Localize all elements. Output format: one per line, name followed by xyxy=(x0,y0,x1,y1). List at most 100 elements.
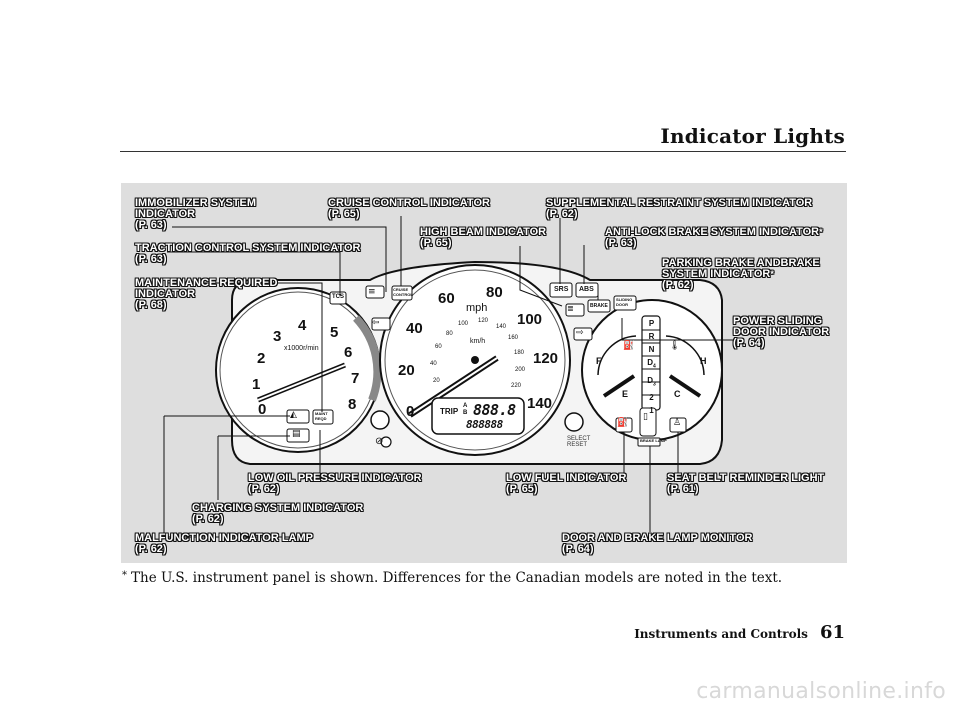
trip-b: B xyxy=(463,410,468,416)
cruise-control-box: CRUISE CONTROL xyxy=(393,287,413,297)
trip-label: TRIP xyxy=(440,407,459,416)
fuel-empty-mark: E xyxy=(622,389,629,399)
footnote-star: * xyxy=(122,570,127,581)
high-beam-icon: ≡ xyxy=(368,287,376,297)
mph-number: 0 xyxy=(406,403,415,420)
maint-text: MAINT xyxy=(315,411,328,416)
callout-seat-belt: SEAT BELT REMINDER LIGHT (P. 61) xyxy=(667,472,825,495)
temp-hot-mark: H xyxy=(700,356,707,366)
kmh-number: 160 xyxy=(508,335,519,341)
tach-number: 7 xyxy=(351,370,360,387)
mph-number: 60 xyxy=(438,290,455,307)
title-rule xyxy=(120,151,846,152)
mph-number: 40 xyxy=(406,320,423,337)
page-title: Indicator Lights xyxy=(660,124,845,148)
abs-indicator: ABS xyxy=(579,286,594,293)
gear-2: 2 xyxy=(649,393,654,403)
mph-number: 100 xyxy=(517,311,543,328)
turn-signal-right-icon: ⇨ xyxy=(576,328,584,338)
fuel-pump-icon: ⛽ xyxy=(623,341,635,351)
kmh-number: 20 xyxy=(433,378,440,384)
maint-reqd-box: MAINT REQD xyxy=(315,411,328,421)
callout-maintenance: MAINTENANCE REQUIRED INDICATOR (P. 68) xyxy=(135,277,278,311)
fuel-full-mark: F xyxy=(596,356,602,366)
kmh-number: 80 xyxy=(446,331,453,337)
callout-sliding-door: POWER SLIDING DOOR INDICATOR (P. 64) xyxy=(733,315,830,349)
page-number: 61 xyxy=(819,622,845,643)
thermometer-icon: 🌡 xyxy=(669,341,681,351)
odometer-readout: 888888 xyxy=(466,418,503,431)
sliding-text: SLIDING xyxy=(616,297,633,302)
mph-number: 80 xyxy=(486,284,503,301)
page-footer: Instruments and Controls 61 xyxy=(634,622,845,643)
callout-high-beam: HIGH BEAM INDICATOR (P. 65) xyxy=(420,226,547,249)
callout-low-oil: LOW OIL PRESSURE INDICATOR (P. 62) xyxy=(248,472,422,495)
tach-number: 8 xyxy=(348,396,357,413)
low-fuel-icon: ⛽ xyxy=(617,418,629,428)
door-monitor-car-icon: ▯ xyxy=(643,412,648,422)
callout-low-fuel: LOW FUEL INDICATOR (P. 65) xyxy=(506,472,627,495)
gear-1: 1 xyxy=(649,406,654,416)
mph-number: 140 xyxy=(527,395,553,412)
gear-indicator: P R N D4 D3 2 1 xyxy=(647,317,656,417)
callout-srs: SUPPLEMENTAL RESTRAINT SYSTEM INDICATOR … xyxy=(546,197,813,220)
callout-parking-brake: PARKING BRAKE ANDBRAKE SYSTEM INDICATOR*… xyxy=(662,257,820,291)
brake-indicator: BRAKE xyxy=(590,303,608,309)
callout-cruise-control: CRUISE CONTROL INDICATOR (P. 65) xyxy=(328,197,490,220)
reqd-text: REQD xyxy=(315,416,327,421)
mph-number: 120 xyxy=(533,350,559,367)
kmh-number: 200 xyxy=(515,367,526,373)
control-text: CONTROL xyxy=(393,292,413,297)
seat-belt-icon: ♙ xyxy=(673,418,682,428)
reset-text: RESET xyxy=(567,442,588,448)
select-reset-label: SELECT RESET xyxy=(567,436,590,448)
tach-number: 5 xyxy=(330,324,339,341)
high-beam-right-icon: ≣ xyxy=(567,304,574,313)
gear-d3: D3 xyxy=(647,375,656,388)
cruise-text: CRUISE xyxy=(393,287,409,292)
door-text: DOOR xyxy=(616,302,628,307)
callout-door-brake-lamp: DOOR AND BRAKE LAMP MONITOR (P. 64) xyxy=(562,532,753,555)
callout-traction-control: TRACTION CONTROL SYSTEM INDICATOR (P. 63… xyxy=(135,242,361,265)
trip-ab: A B xyxy=(463,403,467,417)
callout-immobilizer: IMMOBILIZER SYSTEM INDICATOR (P. 63) xyxy=(135,197,256,231)
speed-unit: mph xyxy=(466,302,488,314)
door-lamp-label: BRAKE LAMP xyxy=(640,438,667,443)
tach-number: 4 xyxy=(298,317,307,334)
mph-number: 20 xyxy=(398,362,415,379)
tach-number: 6 xyxy=(344,344,353,361)
gear-n: N xyxy=(648,345,655,354)
section-name: Instruments and Controls xyxy=(634,627,808,641)
immobilizer-key-icon: ⇦ xyxy=(372,318,380,328)
tach-number: 0 xyxy=(258,401,267,418)
tach-number: 1 xyxy=(252,376,261,393)
sliding-door-box: SLIDING DOOR xyxy=(616,297,632,307)
tcs-indicator: TCS xyxy=(332,294,344,300)
temp-cold-mark: C xyxy=(674,389,681,399)
tach-number: 2 xyxy=(257,350,266,367)
trip-readout: 888.8 xyxy=(473,401,516,419)
kmh-number: 220 xyxy=(511,383,522,389)
check-engine-icon: ⊘ xyxy=(375,436,384,447)
tach-unit: x1000r/min xyxy=(284,345,319,352)
callout-abs: ANTI-LOCK BRAKE SYSTEM INDICATOR* (P. 63… xyxy=(605,226,823,249)
kmh-number: 60 xyxy=(435,344,442,350)
gear-r: R xyxy=(648,332,655,341)
watermark: carmanualsonline.info xyxy=(696,679,946,704)
kmh-number: 40 xyxy=(430,361,437,367)
srs-indicator: SRS xyxy=(554,286,569,293)
kmh-number: 100 xyxy=(458,321,469,327)
trip-a: A xyxy=(463,403,468,409)
gear-d4: D4 xyxy=(647,358,656,370)
kmh-number: 140 xyxy=(496,324,507,330)
tach-number: 3 xyxy=(273,328,282,345)
callout-malfunction: MALFUNCTION INDICATOR LAMP (P. 62) xyxy=(135,532,314,555)
kmh-number: 180 xyxy=(514,350,525,356)
footnote-text: The U.S. instrument panel is shown. Diff… xyxy=(131,570,783,586)
select-text: SELECT xyxy=(567,436,591,442)
footnote: * The U.S. instrument panel is shown. Dif… xyxy=(122,570,782,586)
kmh-number: 120 xyxy=(478,318,489,324)
oil-can-icon: ◭ xyxy=(290,410,297,420)
gear-p: P xyxy=(648,319,655,328)
